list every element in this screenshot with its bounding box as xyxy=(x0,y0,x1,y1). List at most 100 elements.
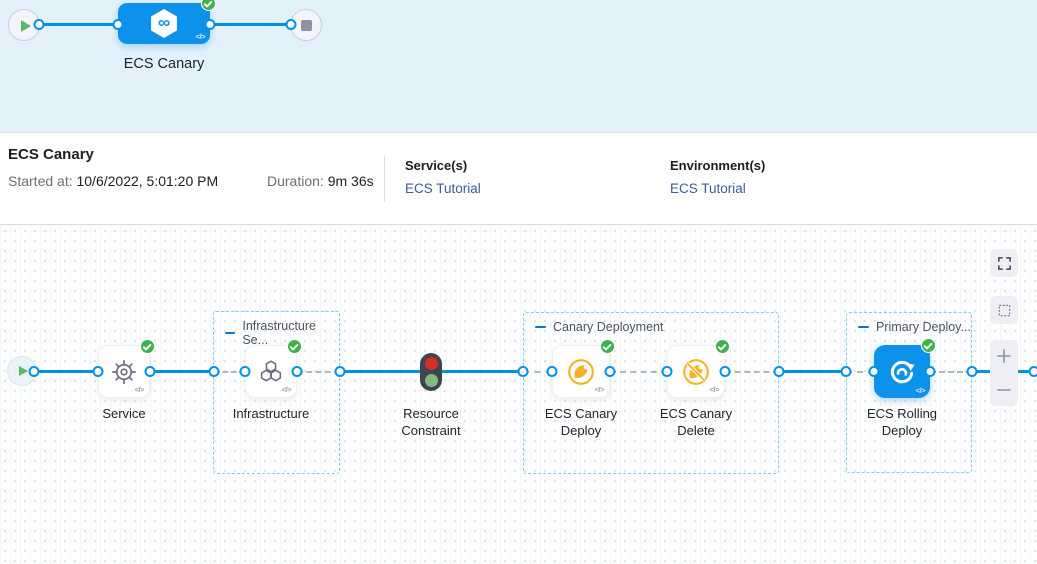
port xyxy=(204,19,216,30)
group-primary-deployment: Primary Deploy... xyxy=(846,312,972,473)
success-badge xyxy=(715,339,730,354)
success-badge xyxy=(287,339,302,354)
edge-dashed xyxy=(214,371,245,373)
port xyxy=(661,366,673,377)
success-badge xyxy=(140,339,155,354)
group-title: Canary Deployment xyxy=(553,320,664,334)
port xyxy=(285,19,297,30)
services-label: Service(s) xyxy=(405,158,468,173)
group-title: Primary Deploy... xyxy=(876,320,971,334)
environments-label: Environment(s) xyxy=(670,158,766,173)
port xyxy=(239,366,251,377)
step-resource-constraint[interactable] xyxy=(420,353,442,391)
port xyxy=(1028,366,1037,377)
edge-dashed xyxy=(297,371,340,373)
collapse-icon[interactable] xyxy=(858,325,869,329)
step-label: ECS Canary Delete xyxy=(659,406,733,438)
edge xyxy=(150,370,214,373)
check-icon xyxy=(203,0,213,8)
port xyxy=(604,366,616,377)
traffic-green-light xyxy=(424,373,438,387)
stop-icon xyxy=(301,20,312,31)
duration: Duration: 9m 36s xyxy=(267,173,374,189)
ecs-rolling-icon xyxy=(890,360,915,383)
code-icon: </> xyxy=(594,385,605,394)
execution-summary-bar: ECS Canary Started at: 10/6/2022, 5:01:2… xyxy=(0,133,1037,225)
port xyxy=(144,366,156,377)
step-label: Service xyxy=(102,406,146,421)
infrastructure-icon xyxy=(260,359,282,381)
traffic-red-light xyxy=(424,357,438,370)
collapse-icon[interactable] xyxy=(225,331,236,335)
port xyxy=(517,366,529,377)
code-icon: </> xyxy=(281,385,292,394)
step-infrastructure[interactable]: </> xyxy=(245,339,302,398)
port xyxy=(924,366,936,377)
code-icon: </> xyxy=(195,32,206,41)
gear-icon xyxy=(112,359,136,384)
edge-dashed xyxy=(523,371,552,373)
divider xyxy=(384,155,385,202)
edge xyxy=(779,370,846,373)
zoom-controls xyxy=(990,340,1018,406)
canary-deploy-icon xyxy=(568,358,594,385)
check-icon xyxy=(289,343,299,351)
port xyxy=(868,366,880,377)
execution-graph-canvas[interactable]: Infrastructure Se... Canary Deployment P… xyxy=(0,226,1037,564)
code-icon: </> xyxy=(709,385,720,394)
stage-graph-strip: ∞ </> ECS Canary xyxy=(0,0,1037,133)
edge-dashed xyxy=(930,371,972,373)
services-link[interactable]: ECS Tutorial xyxy=(405,181,481,196)
edge-dashed xyxy=(846,371,874,373)
zoom-in-icon[interactable] xyxy=(996,348,1012,364)
marquee-select-button[interactable] xyxy=(990,296,1018,324)
environments-link[interactable]: ECS Tutorial xyxy=(670,181,746,196)
port xyxy=(840,366,852,377)
port xyxy=(719,366,731,377)
edge xyxy=(340,370,420,373)
port xyxy=(334,366,346,377)
play-icon xyxy=(19,366,28,376)
group-title: Infrastructure Se... xyxy=(242,319,316,347)
step-label: Infrastructure xyxy=(232,406,310,421)
fullscreen-icon xyxy=(997,256,1011,270)
check-icon xyxy=(923,342,933,350)
collapse-icon[interactable] xyxy=(535,325,546,329)
port xyxy=(546,366,558,377)
fullscreen-button[interactable] xyxy=(990,249,1018,277)
check-icon xyxy=(717,343,727,351)
stage-label: ECS Canary xyxy=(123,56,205,72)
step-ecs-rolling-deploy[interactable]: </> xyxy=(874,338,936,398)
canary-delete-icon xyxy=(683,358,709,385)
port xyxy=(33,19,45,30)
check-icon xyxy=(602,343,612,351)
port xyxy=(966,366,978,377)
step-ecs-canary-deploy[interactable]: </> xyxy=(552,339,615,398)
code-icon: </> xyxy=(915,386,926,395)
code-icon: </> xyxy=(134,385,145,394)
success-badge xyxy=(600,339,615,354)
services-block: Service(s) ECS Tutorial xyxy=(405,158,481,198)
marquee-icon xyxy=(998,304,1010,316)
step-service[interactable]: </> xyxy=(98,339,155,398)
port xyxy=(208,366,220,377)
edge xyxy=(210,23,290,26)
step-ecs-canary-delete[interactable]: </> xyxy=(667,339,730,398)
port xyxy=(92,366,104,377)
port xyxy=(112,19,124,30)
edge xyxy=(39,23,119,26)
edge-dashed xyxy=(725,371,779,373)
zoom-out-icon[interactable] xyxy=(996,382,1012,398)
port xyxy=(28,366,40,377)
harness-stage-icon: ∞ xyxy=(151,9,177,38)
stage-node-ecs-canary[interactable]: ∞ </> xyxy=(118,3,210,44)
edge xyxy=(34,370,98,373)
group-infrastructure: Infrastructure Se... xyxy=(213,311,340,474)
step-label: Resource Constraint xyxy=(401,406,461,438)
port xyxy=(773,366,785,377)
play-icon xyxy=(21,20,31,32)
edge-dashed xyxy=(610,371,667,373)
step-label: ECS Rolling Deploy xyxy=(866,406,938,438)
port xyxy=(291,366,303,377)
